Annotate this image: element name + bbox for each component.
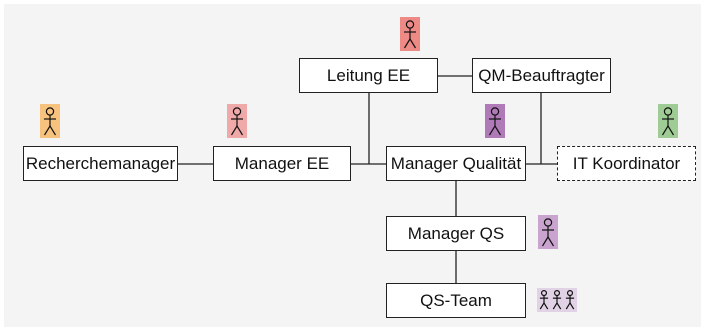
- node-recherchemanager: Recherchemanager: [23, 146, 178, 181]
- stick-figure-icon: [400, 17, 420, 51]
- stick-figure-icon: [658, 104, 678, 138]
- node-manager-qualitaet: Manager Qualität: [386, 146, 526, 181]
- stick-figure-icon: [485, 104, 505, 138]
- node-manager-qs: Manager QS: [386, 216, 526, 251]
- group-of-three-stick-figures-icon: [537, 288, 577, 312]
- node-it-koordinator: IT Koordinator: [557, 146, 696, 181]
- node-qm-beauftragter: QM-Beauftragter: [472, 58, 611, 93]
- stick-figure-icon: [538, 215, 558, 249]
- stick-figure-icon: [40, 104, 60, 138]
- node-manager-ee: Manager EE: [213, 146, 351, 181]
- node-qs-team: QS-Team: [386, 283, 526, 318]
- node-leitung-ee: Leitung EE: [299, 58, 438, 93]
- stick-figure-icon: [227, 104, 247, 138]
